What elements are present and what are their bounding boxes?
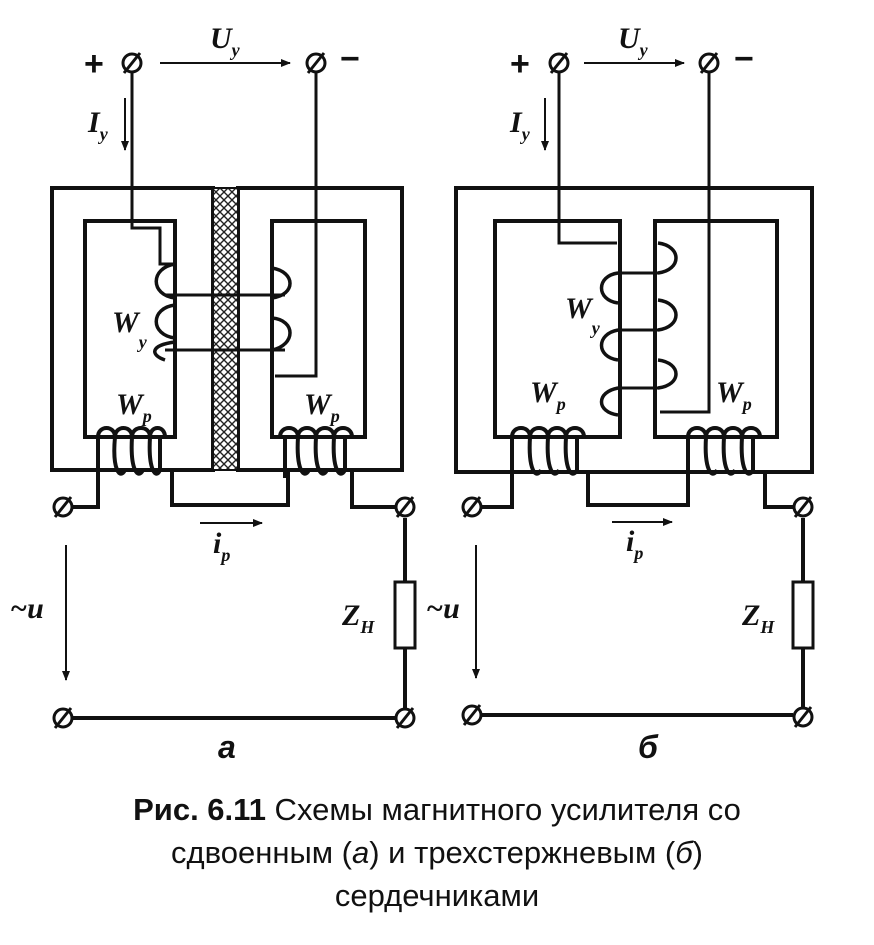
control-winding-coil-left-b: [599, 271, 619, 417]
caption-ref-b: б: [675, 835, 693, 870]
load-terminal-top-b[interactable]: [792, 496, 814, 518]
working-current-label-a: ip: [213, 527, 230, 565]
terminal-minus-b[interactable]: [698, 52, 720, 74]
load-terminal-top-a[interactable]: [394, 496, 416, 518]
working-winding-coil-right-a: [278, 426, 354, 478]
working-current-label-b: ip: [626, 525, 643, 563]
ac-voltage-label-a: ~u: [10, 592, 44, 625]
panel-a-double-core: + − Uу Iу Wу: [10, 22, 417, 765]
figure-caption: Рис. 6.11 Схемы магнитного усилителя со …: [0, 788, 874, 917]
plus-sign-b: +: [510, 45, 530, 83]
control-winding-coil-right-a: [271, 266, 292, 352]
control-winding-coil-left-a: [153, 262, 176, 362]
control-winding-label-b: Wу: [565, 292, 601, 338]
insulation-gap-a: [212, 187, 239, 471]
control-wires-a: [130, 72, 318, 378]
caption-line-2-mid: ) и трехстержневым (: [369, 835, 676, 870]
control-current-label-a: Iу: [87, 106, 109, 144]
working-winding-coil-left-b: [510, 426, 586, 478]
caption-line-2-pre: сдвоенным (: [171, 835, 352, 870]
three-leg-core-b: [454, 186, 814, 474]
minus-sign-a: −: [340, 40, 360, 78]
load-terminal-bottom-b[interactable]: [792, 706, 814, 728]
caption-line-3: сердечниками: [334, 878, 540, 913]
load-terminal-bottom-a[interactable]: [394, 707, 416, 729]
working-winding-coil-left-a: [96, 426, 167, 480]
minus-sign-b: −: [734, 40, 754, 78]
panel-label-a: а: [218, 729, 236, 765]
control-current-label-b: Iу: [509, 106, 531, 144]
caption-line-1-text: Схемы магнитного усилителя со: [265, 792, 741, 827]
load-label-b: ZH: [741, 599, 775, 637]
ac-source-terminal-bottom-a[interactable]: [52, 707, 74, 729]
ac-source-terminal-top-b[interactable]: [461, 496, 483, 518]
caption-line-1: Рис. 6.11 Схемы магнитного усилителя со: [0, 788, 874, 831]
terminal-plus-a[interactable]: [121, 52, 143, 74]
control-wires-b: [557, 72, 711, 414]
ac-source-terminal-bottom-b[interactable]: [461, 704, 483, 726]
ac-voltage-label-b: ~u: [426, 592, 460, 625]
working-winding-label-right-b: Wp: [716, 376, 752, 414]
panel-b-three-leg-core: + − Uу Iу Wу Wp Wp: [426, 22, 815, 765]
panel-label-b: б: [638, 729, 659, 765]
working-winding-label-left-b: Wp: [530, 376, 566, 414]
working-circuit-wires-b: [478, 470, 805, 717]
magnetic-amplifier-diagram: + − Uу Iу Wу: [10, 22, 815, 765]
control-winding-label-a: Wу: [112, 306, 148, 352]
control-voltage-label-a: Uу: [210, 22, 241, 60]
load-label-a: ZH: [341, 599, 375, 637]
caption-line-2-post: ): [692, 835, 703, 870]
control-winding-coil-right-b: [657, 241, 678, 390]
ac-source-terminal-top-a[interactable]: [52, 496, 74, 518]
terminal-plus-b[interactable]: [548, 52, 570, 74]
caption-line-2: сдвоенным (а) и трехстержневым (б): [0, 831, 874, 874]
control-voltage-label-b: Uу: [618, 22, 649, 60]
terminal-minus-a[interactable]: [305, 52, 327, 74]
working-winding-label-right-a: Wp: [304, 388, 340, 426]
working-winding-label-left-a: Wp: [116, 388, 152, 426]
figure-number: Рис. 6.11: [133, 792, 266, 827]
working-circuit-wires-a: [66, 470, 407, 720]
load-resistor-a: [393, 580, 417, 650]
load-resistor-b: [791, 580, 815, 650]
caption-ref-a: а: [352, 835, 370, 870]
plus-sign-a: +: [84, 45, 104, 83]
working-winding-coil-right-b: [686, 426, 762, 478]
